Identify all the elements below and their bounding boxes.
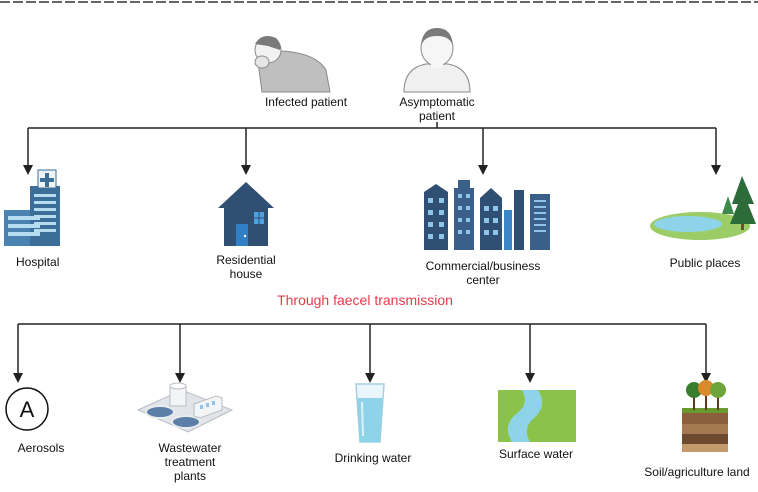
transmission-label: Through faecel transmission [277,292,453,308]
river-icon [498,390,576,442]
label-public-places: Public places [669,256,741,270]
house-icon [218,182,274,246]
city-buildings-icon [424,180,550,250]
person-icon [403,28,471,93]
label-soil-agriculture: Soil/agriculture land [644,465,750,479]
coughing-person-icon [254,36,331,93]
label-hospital: Hospital [16,255,60,269]
label-residential-house: Residential house [216,253,276,281]
label-infected-patient: Infected patient [264,95,348,109]
label-commercial-center: Commercial/business center [425,259,541,287]
aerosol-icon: A [5,387,49,431]
water-glass-icon [355,383,385,443]
soil-trees-icon [682,380,728,452]
label-aerosols: Aerosols [17,441,65,455]
label-asymptomatic-patient: Asymptomatic patient [399,95,475,123]
park-lake-icon [650,176,756,240]
label-drinking-water: Drinking water [334,451,412,465]
label-wastewater-plants: Wastewater treatment plants [158,441,222,483]
label-surface-water: Surface water [498,447,574,461]
aerosol-glyph: A [20,397,35,422]
treatment-plant-icon [136,382,234,433]
hospital-icon [4,169,60,246]
